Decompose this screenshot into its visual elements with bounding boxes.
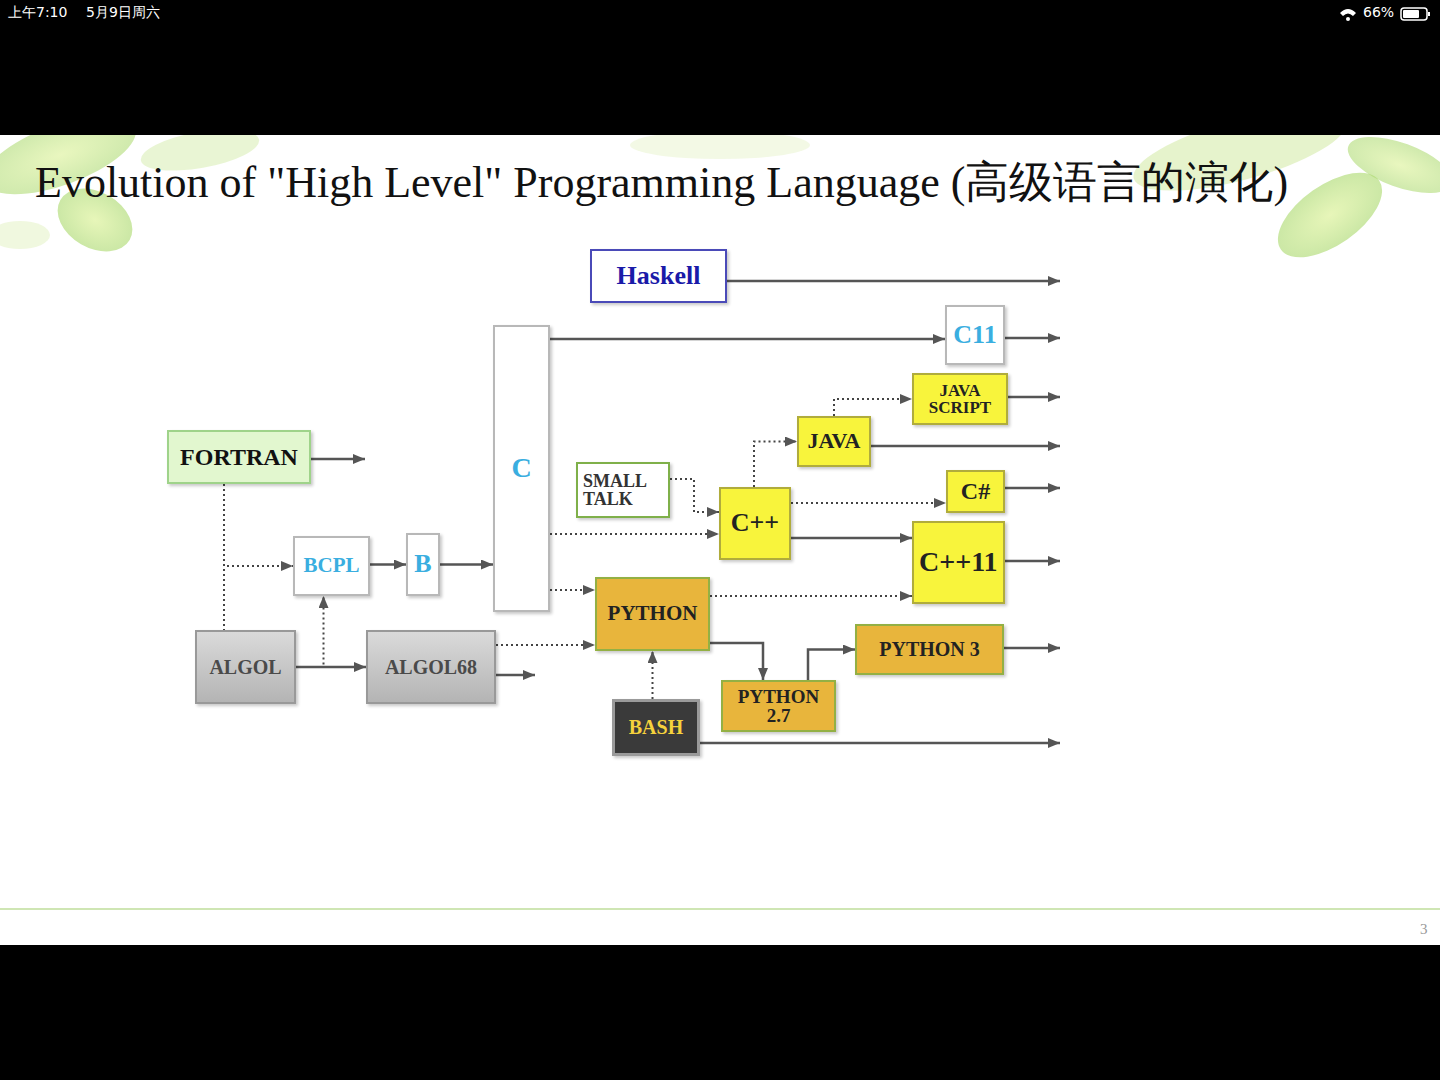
dotted-arrow: [670, 479, 719, 512]
language-box: ALGOL: [195, 630, 296, 704]
leaf: [0, 221, 50, 249]
dotted-arrow: [834, 399, 912, 416]
status-date: 5月9日周六: [86, 4, 160, 22]
language-box: SMALL TALK: [576, 462, 670, 518]
language-name: C#: [961, 479, 990, 503]
language-box: PYTHON 2.7: [721, 680, 836, 732]
language-name: Haskell: [617, 263, 701, 290]
language-name: B: [414, 551, 431, 578]
solid-arrow: [296, 666, 366, 669]
continuation-arrow: [1005, 487, 1060, 490]
dotted-arrow: [224, 484, 293, 566]
dotted-arrow: [710, 595, 912, 597]
continuation-arrow: [1008, 396, 1060, 399]
language-box: ALGOL68: [366, 630, 496, 704]
battery-tip: [1428, 12, 1430, 16]
solid-arrow: [370, 563, 406, 566]
solid-arrow: [440, 563, 493, 566]
language-name: BCPL: [303, 555, 359, 576]
language-name: PYTHON: [608, 603, 698, 624]
continuation-arrow: [311, 458, 365, 461]
dotted-arrow: [223, 484, 225, 630]
solid-arrow: [808, 650, 855, 681]
wifi-dot: [1346, 17, 1350, 21]
dotted-arrow: [550, 533, 719, 535]
continuation-arrow: [1005, 560, 1060, 563]
language-box: C++11: [912, 521, 1005, 604]
language-name: BASH: [629, 717, 683, 737]
footer-rule: [0, 908, 1440, 910]
language-name: JAVA SCRIPT: [919, 382, 1001, 417]
language-name: SMALL TALK: [583, 472, 663, 509]
language-box: JAVA SCRIPT: [912, 373, 1008, 425]
language-name: ALGOL: [209, 657, 281, 677]
solid-arrow: [791, 537, 912, 540]
language-box: C#: [946, 470, 1005, 513]
solid-arrow: [710, 643, 763, 680]
language-name: PYTHON 3: [879, 639, 980, 659]
language-name: C++11: [919, 548, 998, 577]
dotted-arrow: [550, 589, 595, 591]
dotted-arrow: [296, 596, 324, 667]
language-box: JAVA: [797, 416, 871, 467]
language-name: FORTRAN: [180, 445, 298, 469]
language-name: PYTHON 2.7: [729, 687, 829, 726]
continuation-arrow: [727, 280, 1060, 283]
continuation-arrow: [1004, 647, 1060, 650]
battery-percent: 66%: [1363, 4, 1394, 20]
battery-level: [1403, 10, 1419, 18]
language-name: C: [511, 454, 531, 483]
language-box: Haskell: [590, 249, 727, 303]
node-layer: HaskellC11C JAVA SCRIPT JAVA FORTRAN SMALL T…: [0, 135, 1440, 945]
leaf: [630, 135, 810, 159]
solid-arrow: [550, 338, 945, 341]
language-box: PYTHON: [595, 577, 710, 651]
language-box: C++: [719, 487, 791, 560]
status-time: 上午7:10: [8, 4, 67, 22]
slide: Evolution of "High Level" Programming La…: [0, 135, 1440, 945]
dotted-arrow: [791, 502, 946, 504]
language-name: C11: [953, 322, 996, 349]
battery-outline: [1401, 8, 1427, 20]
language-box: PYTHON 3: [855, 624, 1004, 675]
continuation-arrow: [871, 445, 1060, 448]
page-number: 3: [1420, 921, 1428, 938]
continuation-arrow: [496, 674, 535, 677]
continuation-arrow: [1005, 337, 1060, 340]
language-name: JAVA: [808, 430, 861, 452]
language-box: BCPL: [293, 536, 370, 596]
slide-title: Evolution of "High Level" Programming La…: [35, 153, 1288, 212]
dotted-arrow: [754, 442, 797, 488]
dotted-arrow: [652, 651, 654, 699]
language-name: C++: [731, 510, 779, 537]
language-box: B: [406, 533, 440, 596]
continuation-arrow: [700, 742, 1060, 745]
dotted-arrow: [496, 644, 595, 646]
leaf: [1341, 135, 1440, 204]
language-box: FORTRAN: [167, 430, 311, 484]
wifi-icon: [1340, 9, 1356, 16]
language-box: C11: [945, 305, 1005, 365]
language-box: C: [493, 325, 550, 612]
language-name: ALGOL68: [385, 657, 477, 677]
language-box: BASH: [612, 699, 700, 756]
